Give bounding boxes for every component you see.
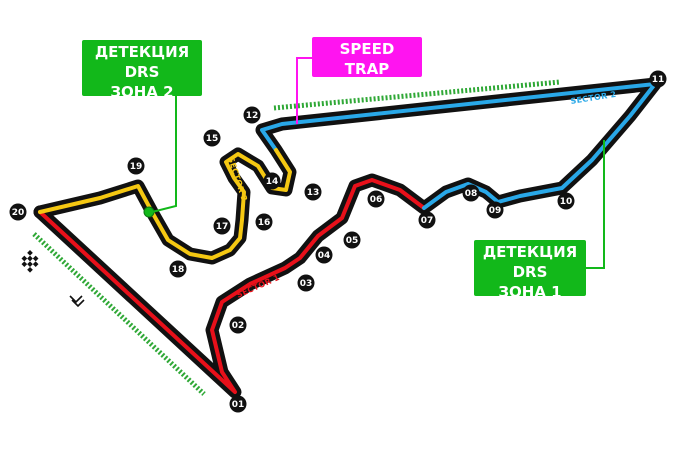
drs-zone-main-straight: [32, 232, 206, 396]
chequered-flag-icon: [21, 250, 39, 273]
turn-number: 14: [266, 177, 279, 187]
turn-marker-circle: [304, 183, 322, 201]
turn-marker-circle: [203, 129, 221, 147]
turn-marker-circle: [343, 231, 361, 249]
turn-number: 05: [346, 236, 359, 246]
leader-speed-trap: [296, 57, 312, 124]
turn-number: 09: [489, 206, 502, 216]
turn-marker-circle: [169, 260, 187, 278]
turn-marker-20: 20: [9, 203, 27, 221]
turn-number: 08: [465, 189, 478, 199]
turn-number: 02: [232, 321, 245, 331]
turn-number: 13: [307, 188, 320, 198]
turn-number: 11: [652, 75, 665, 85]
turn-marker-circle: [367, 190, 385, 208]
leader-drs-2: [151, 96, 177, 213]
turn-marker-03: 03: [297, 274, 315, 292]
sector-2-line: [260, 82, 657, 210]
turn-marker-19: 19: [127, 157, 145, 175]
turn-marker-04: 04: [315, 246, 333, 264]
turn-marker-12: 12: [243, 106, 261, 124]
turn-marker-09: 09: [486, 201, 504, 219]
speed-trap-label: SPEED TRAP: [312, 37, 422, 78]
turn-marker-circle: [229, 316, 247, 334]
drs-detection-zone-1-label: ДЕТЕКЦИЯ DRS ЗОНА 1: [474, 240, 586, 301]
turn-marker-circle: [243, 106, 261, 124]
turn-marker-17: 17: [213, 217, 231, 235]
turn-marker-circle: [255, 213, 273, 231]
turn-markers: 01 02 03 04 05 06 07 08 09 10 11 12 13 14 15 16 17 18 19 20: [9, 70, 667, 413]
turn-marker-circle: [263, 172, 281, 190]
turn-marker-16: 16: [255, 213, 273, 231]
turn-number: 20: [12, 208, 25, 218]
turn-number: 18: [172, 265, 185, 275]
turn-marker-14: 14: [263, 172, 281, 190]
turn-number: 03: [300, 279, 313, 289]
leader-drs-1: [586, 140, 605, 269]
turn-marker-circle: [418, 211, 436, 229]
turn-marker-circle: [213, 217, 231, 235]
turn-number: 17: [216, 222, 229, 232]
turn-marker-15: 15: [203, 129, 221, 147]
turn-marker-circle: [127, 157, 145, 175]
turn-marker-circle: [462, 184, 480, 202]
turn-number: 19: [130, 162, 143, 172]
turn-marker-circle: [297, 274, 315, 292]
turn-marker-06: 06: [367, 190, 385, 208]
turn-number: 12: [246, 111, 259, 121]
drs-detection-zone-2-label: ДЕТЕКЦИЯ DRS ЗОНА 2: [82, 40, 202, 101]
turn-number: 16: [258, 218, 271, 228]
turn-marker-circle: [315, 246, 333, 264]
turn-marker-18: 18: [169, 260, 187, 278]
turn-marker-02: 02: [229, 316, 247, 334]
turn-marker-circle: [557, 192, 575, 210]
turn-number: 07: [421, 216, 434, 226]
turn-number: 15: [206, 134, 219, 144]
turn-marker-08: 08: [462, 184, 480, 202]
turn-number: 04: [318, 251, 331, 261]
turn-marker-10: 10: [557, 192, 575, 210]
turn-marker-11: 11: [649, 70, 667, 88]
turn-number: 01: [232, 400, 245, 410]
turn-marker-circle: [486, 201, 504, 219]
turn-marker-circle: [229, 395, 247, 413]
turn-marker-circle: [649, 70, 667, 88]
turn-number: 06: [370, 195, 383, 205]
turn-number: 10: [560, 197, 573, 207]
turn-marker-circle: [9, 203, 27, 221]
sector-1-line: [38, 178, 426, 394]
direction-chevrons-icon: [69, 295, 85, 308]
turn-marker-13: 13: [304, 183, 322, 201]
turn-marker-05: 05: [343, 231, 361, 249]
turn-marker-07: 07: [418, 211, 436, 229]
turn-marker-01: 01: [229, 395, 247, 413]
